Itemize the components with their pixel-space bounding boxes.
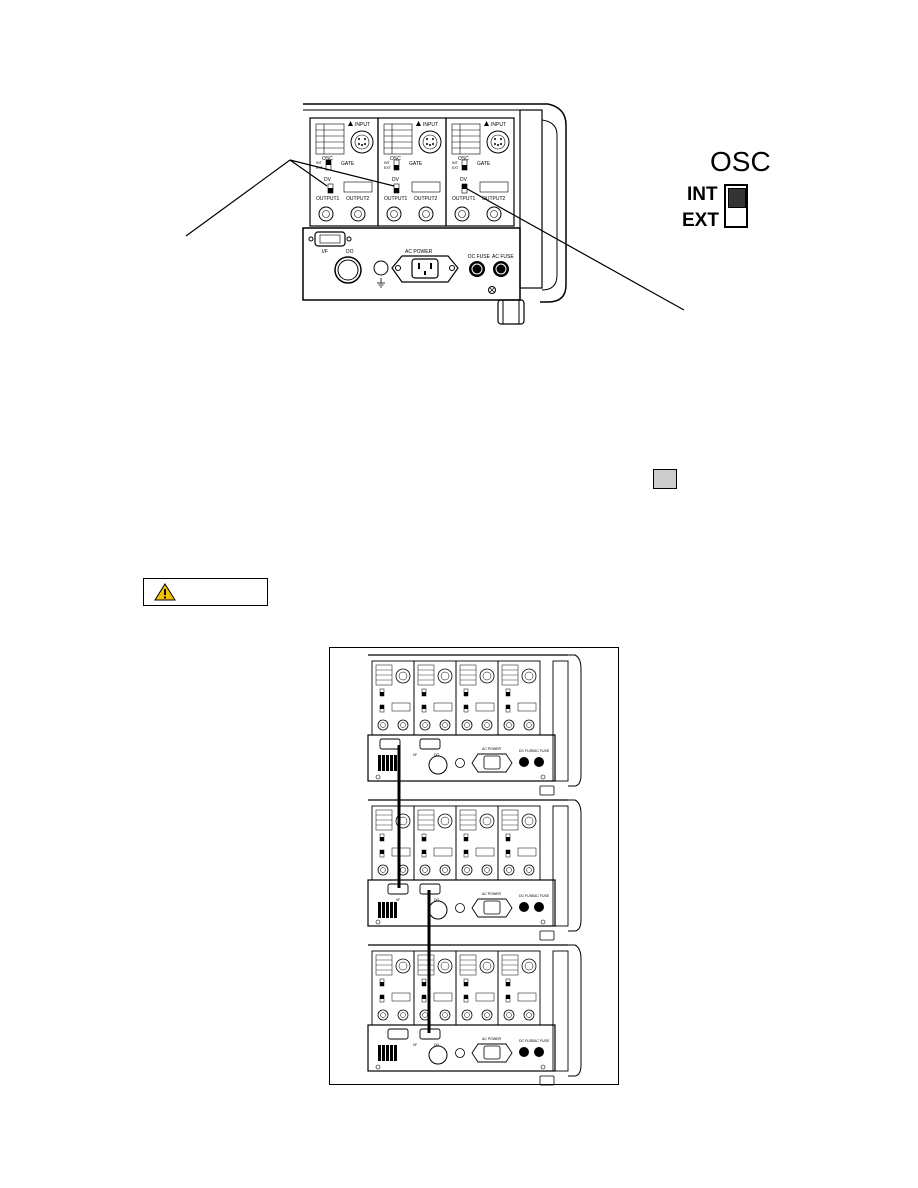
dc-fuse-label: DC FUSE [468, 254, 491, 260]
ac-fuse-label: AC FUSE [492, 254, 514, 260]
module-3-output2-label: OUTPUT2 [482, 196, 506, 202]
chained-unit-3: I/F DO AC POWER DC FUSE AC FUSE [367, 944, 582, 1086]
module-1-dv-label: DV [324, 177, 332, 183]
callout-lines [185, 159, 685, 311]
module-2-gate-label: GATE [409, 161, 423, 167]
unit-2-ac-fuse-label: AC FUSE [534, 894, 550, 898]
module-2: INPUT OSC GATE INT EXT DV OUTPUT1 OUTPUT… [377, 117, 447, 227]
module-2-output1-label: OUTPUT1 [384, 196, 408, 202]
rear-panel-figure: INPUT OSC GATE INT EXT DV OUTPUT1 OUTPUT… [185, 103, 685, 325]
osc-switch-legend: OSC INT EXT [680, 148, 775, 238]
unit-2-if-label: I/F [396, 898, 400, 902]
unit-2-ac-power-label: AC POWER [482, 892, 502, 896]
daisy-chain-figure [329, 647, 619, 1085]
module-2-osc-label: OSC [390, 156, 401, 162]
module-3-gate-label: GATE [477, 161, 491, 167]
unit-3-do-label: DO [434, 1043, 440, 1047]
module-1: INPUT OSC GATE INT EXT DV OUTPUT1 OUTPUT… [309, 117, 379, 227]
module-1-osc-label: OSC [322, 156, 333, 162]
module-3-osc-label: OSC [458, 156, 469, 162]
module-3: INPUT OSC GATE INT EXT DV OUTPUT1 OUTPUT… [445, 117, 515, 227]
key-symbol-box [653, 469, 677, 489]
module-1-gate-label: GATE [341, 161, 355, 167]
module-2-dv-label: DV [392, 177, 400, 183]
unit-1-ac-power-label: AC POWER [482, 747, 502, 751]
unit-1-if-label: I/F [413, 753, 417, 757]
module-3-ext-label: EXT [452, 166, 460, 170]
module-2-int-label: INT [384, 161, 391, 165]
module-3-dv-label: DV [460, 177, 468, 183]
module-3-output1-label: OUTPUT1 [452, 196, 476, 202]
osc-slide-switch-icon [724, 184, 748, 228]
unit-3-dc-fuse-label: DC FUSE [519, 1039, 535, 1043]
lower-panel: I/F DO AC POWER DC FUSE AC FUSE [302, 227, 521, 301]
unit-1-dc-fuse-label: DC FUSE [519, 749, 535, 753]
osc-legend-ext-label: EXT [682, 210, 719, 231]
unit-1-do-label: DO [434, 753, 440, 757]
unit-1-ac-fuse-label: AC FUSE [534, 749, 550, 753]
chained-unit-1: I/F DO AC POWER DC FUSE AC FUSE [367, 654, 582, 796]
unit-2-do-label: DO [434, 898, 440, 902]
osc-switch-knob [728, 188, 746, 208]
module-3-input-label: INPUT [491, 122, 506, 128]
if-label: I/F [322, 249, 328, 255]
module-2-output2-label: OUTPUT2 [414, 196, 438, 202]
osc-legend-int-label: INT [687, 184, 718, 205]
module-2-ext-label: EXT [384, 166, 392, 170]
warning-triangle-icon [154, 583, 176, 601]
unit-3-ac-fuse-label: AC FUSE [534, 1039, 550, 1043]
ac-power-label: AC POWER [405, 249, 433, 255]
chained-unit-2: I/F DO AC POWER DC FUSE AC FUSE [367, 799, 582, 941]
unit-2-dc-fuse-label: DC FUSE [519, 894, 535, 898]
unit-3-ac-power-label: AC POWER [482, 1037, 502, 1041]
unit-3-if-label: I/F [413, 1043, 417, 1047]
module-2-input-label: INPUT [423, 122, 438, 128]
chassis-outline [303, 103, 567, 325]
caution-box [143, 578, 268, 606]
module-3-int-label: INT [452, 161, 459, 165]
osc-legend-title: OSC [710, 146, 771, 177]
interconnect-cables [397, 745, 431, 1033]
module-1-input-label: INPUT [355, 122, 370, 128]
module-1-output2-label: OUTPUT2 [346, 196, 370, 202]
do-label: DO [346, 249, 354, 255]
module-1-int-label: INT [316, 161, 323, 165]
module-1-output1-label: OUTPUT1 [316, 196, 340, 202]
